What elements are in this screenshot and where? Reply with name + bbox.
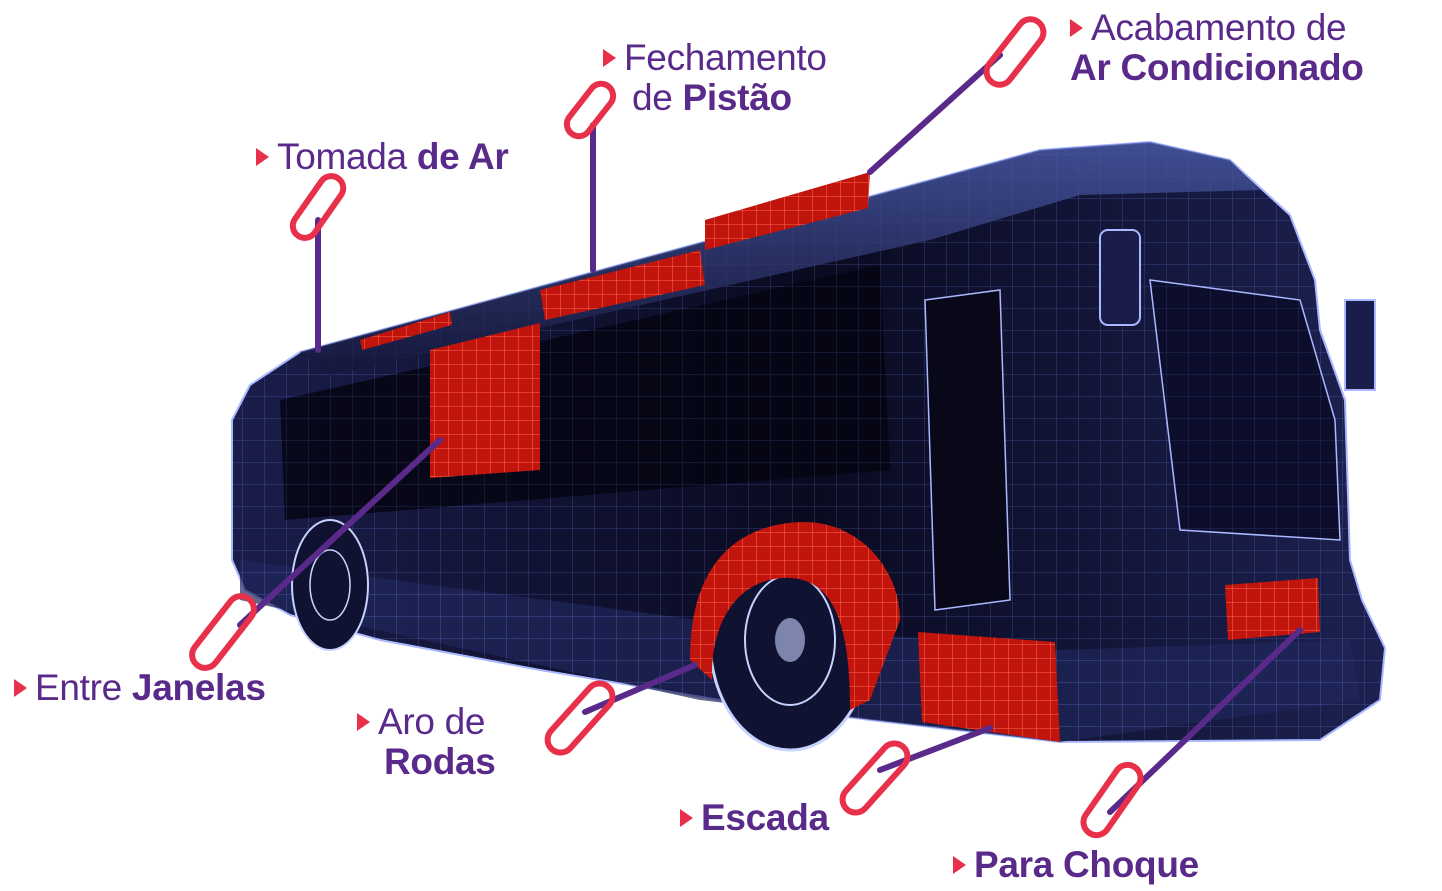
highlighted-parts	[360, 172, 1320, 742]
arrow-right-icon	[256, 148, 269, 166]
pin-icon	[983, 16, 1047, 88]
label-fechamento-pistao: Fechamento de Pistão	[603, 38, 827, 118]
pin-icon	[189, 593, 257, 671]
arrow-right-icon	[953, 856, 966, 874]
pin-icons	[189, 16, 1144, 839]
leader-lines	[237, 52, 1303, 815]
label-escada: Escada	[680, 798, 829, 838]
arrow-right-icon	[14, 679, 27, 697]
label-para-choque: Para Choque	[953, 845, 1199, 885]
label-aro-de-rodas: Aro de Rodas	[357, 702, 496, 782]
bus-body	[231, 140, 1387, 744]
pin-icon	[839, 740, 911, 816]
pin-icon	[289, 173, 347, 241]
pin-icon	[1080, 761, 1144, 839]
arrow-right-icon	[680, 809, 693, 827]
label-tomada-de-ar: Tomada de Ar	[256, 137, 509, 177]
pin-icon	[544, 680, 616, 756]
pin-icon	[563, 80, 617, 140]
label-acabamento-ar-condicionado: Acabamento de Ar Condicionado	[1070, 7, 1364, 88]
arrow-right-icon	[603, 49, 616, 67]
arrow-right-icon	[357, 713, 370, 731]
label-entre-janelas: Entre Janelas	[14, 668, 266, 708]
arrow-right-icon	[1070, 19, 1083, 37]
